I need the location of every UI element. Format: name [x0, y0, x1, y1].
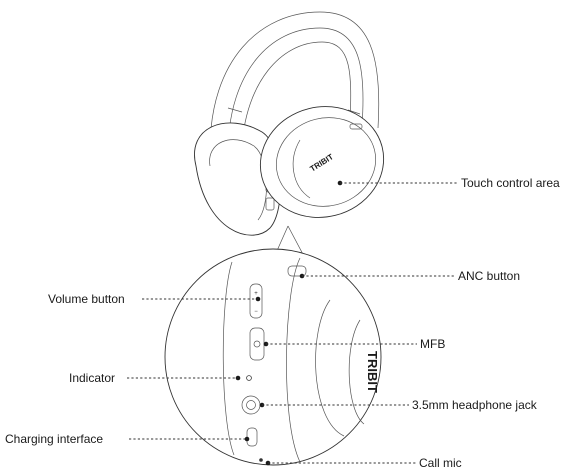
- zoom-brand-logo: TRIBIT: [365, 351, 380, 393]
- indicator-led: [247, 376, 252, 381]
- headphones-illustration: TRIBIT: [194, 12, 395, 235]
- indicator-label: Indicator: [69, 371, 115, 385]
- call-mic-hole: [259, 458, 263, 462]
- headphone-jack-label: 3.5mm headphone jack: [412, 398, 538, 412]
- volume-button-label: Volume button: [48, 292, 125, 306]
- zoomed-earcup: + − TRIBIT: [165, 249, 381, 465]
- mfb-label: MFB: [420, 337, 445, 351]
- touch-control-area-label: Touch control area: [461, 176, 560, 190]
- charging-interface-label: Charging interface: [5, 432, 103, 446]
- call-mic-label: Call mic: [419, 456, 462, 470]
- svg-text:−: −: [254, 309, 258, 315]
- svg-text:+: +: [254, 291, 258, 297]
- anc-button-label: ANC button: [458, 269, 520, 283]
